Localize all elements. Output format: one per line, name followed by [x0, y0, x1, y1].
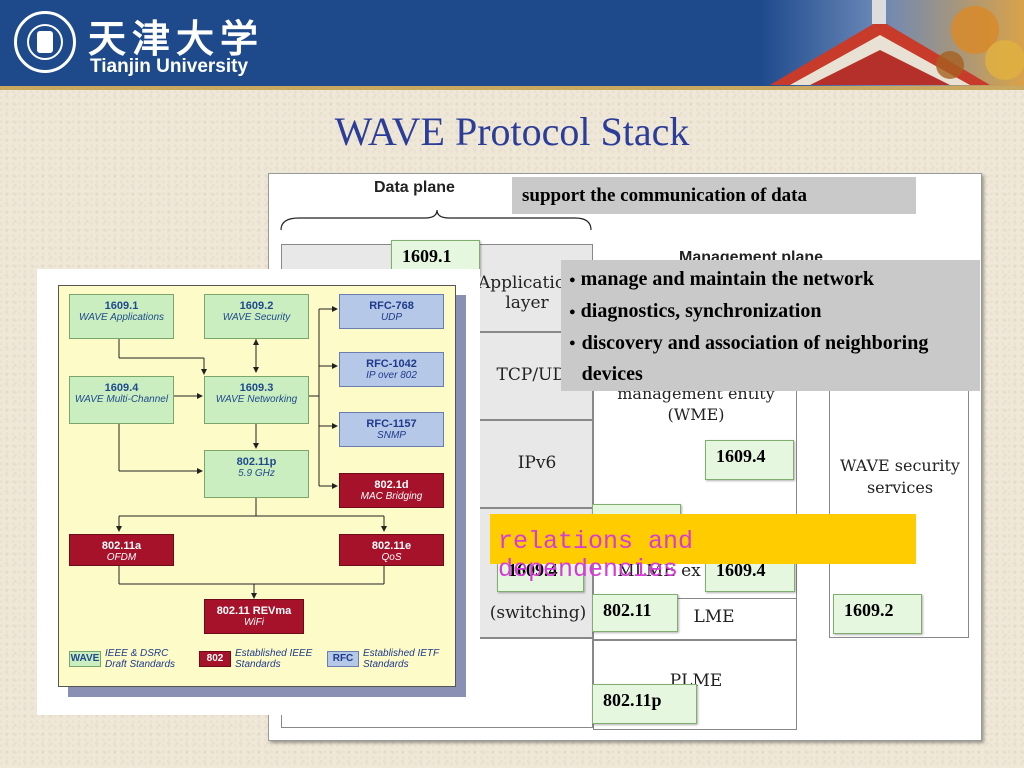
bullet-3-text: discovery and association of neighboring…: [581, 331, 929, 385]
data-plane-brace: [280, 209, 592, 231]
switching-text: (switching): [489, 603, 587, 623]
bullet-1-text: manage and maintain the network: [580, 268, 875, 290]
management-bullet-2: ● diagnostics, synchronization: [569, 299, 822, 322]
mlme-ext-text: MLME ex: [617, 561, 701, 581]
slide-title: WAVE Protocol Stack: [334, 109, 690, 154]
legend-rfc-text: Established IETF Standards: [363, 648, 439, 670]
label-802-11p: 802.11p: [592, 684, 697, 724]
data-support-callout: support the communication of data: [512, 177, 916, 214]
header-banner: 天津大学 Tianjin University: [0, 0, 1024, 90]
data-plane-label: Data plane: [374, 179, 455, 196]
relations-callout: relations and dependencies: [490, 514, 916, 584]
label-802-11: 802.11: [592, 594, 678, 632]
management-bullet-3: ●discovery and association of neighborin…: [569, 328, 972, 390]
bullet-2-text: diagnostics, synchronization: [580, 299, 822, 322]
wave-security-text: WAVE security services: [840, 456, 960, 497]
label-1609-2: 1609.2: [833, 594, 922, 634]
management-callout: ● manage and maintain the network ● diag…: [561, 260, 980, 391]
university-seal-icon: [14, 11, 76, 73]
application-layer-text: Application layer: [477, 273, 577, 313]
relations-text: relations and dependencies: [498, 527, 694, 584]
tcp-udp-text: TCP/UDP: [496, 365, 578, 385]
legend-rfc-tag: RFC: [327, 651, 359, 667]
legend-ieee-tag: 802: [199, 651, 231, 667]
legend-wave-text: IEEE & DSRC Draft Standards: [105, 648, 176, 670]
label-1609-4-wme: 1609.4: [705, 440, 794, 480]
ipv6-text: IPv6: [517, 453, 557, 473]
mlme-text: LME: [693, 607, 735, 627]
legend-ieee-text: Established IEEE Standards: [235, 648, 313, 670]
pagoda-roof-image: [760, 0, 1024, 90]
management-bullet-1: ● manage and maintain the network: [569, 268, 875, 290]
inset-arrows: [116, 306, 387, 599]
legend-wave-tag: WAVE: [69, 651, 101, 667]
logo-english-name: Tianjin University: [90, 56, 249, 77]
logo-chinese-name: 天津大学: [88, 16, 265, 61]
